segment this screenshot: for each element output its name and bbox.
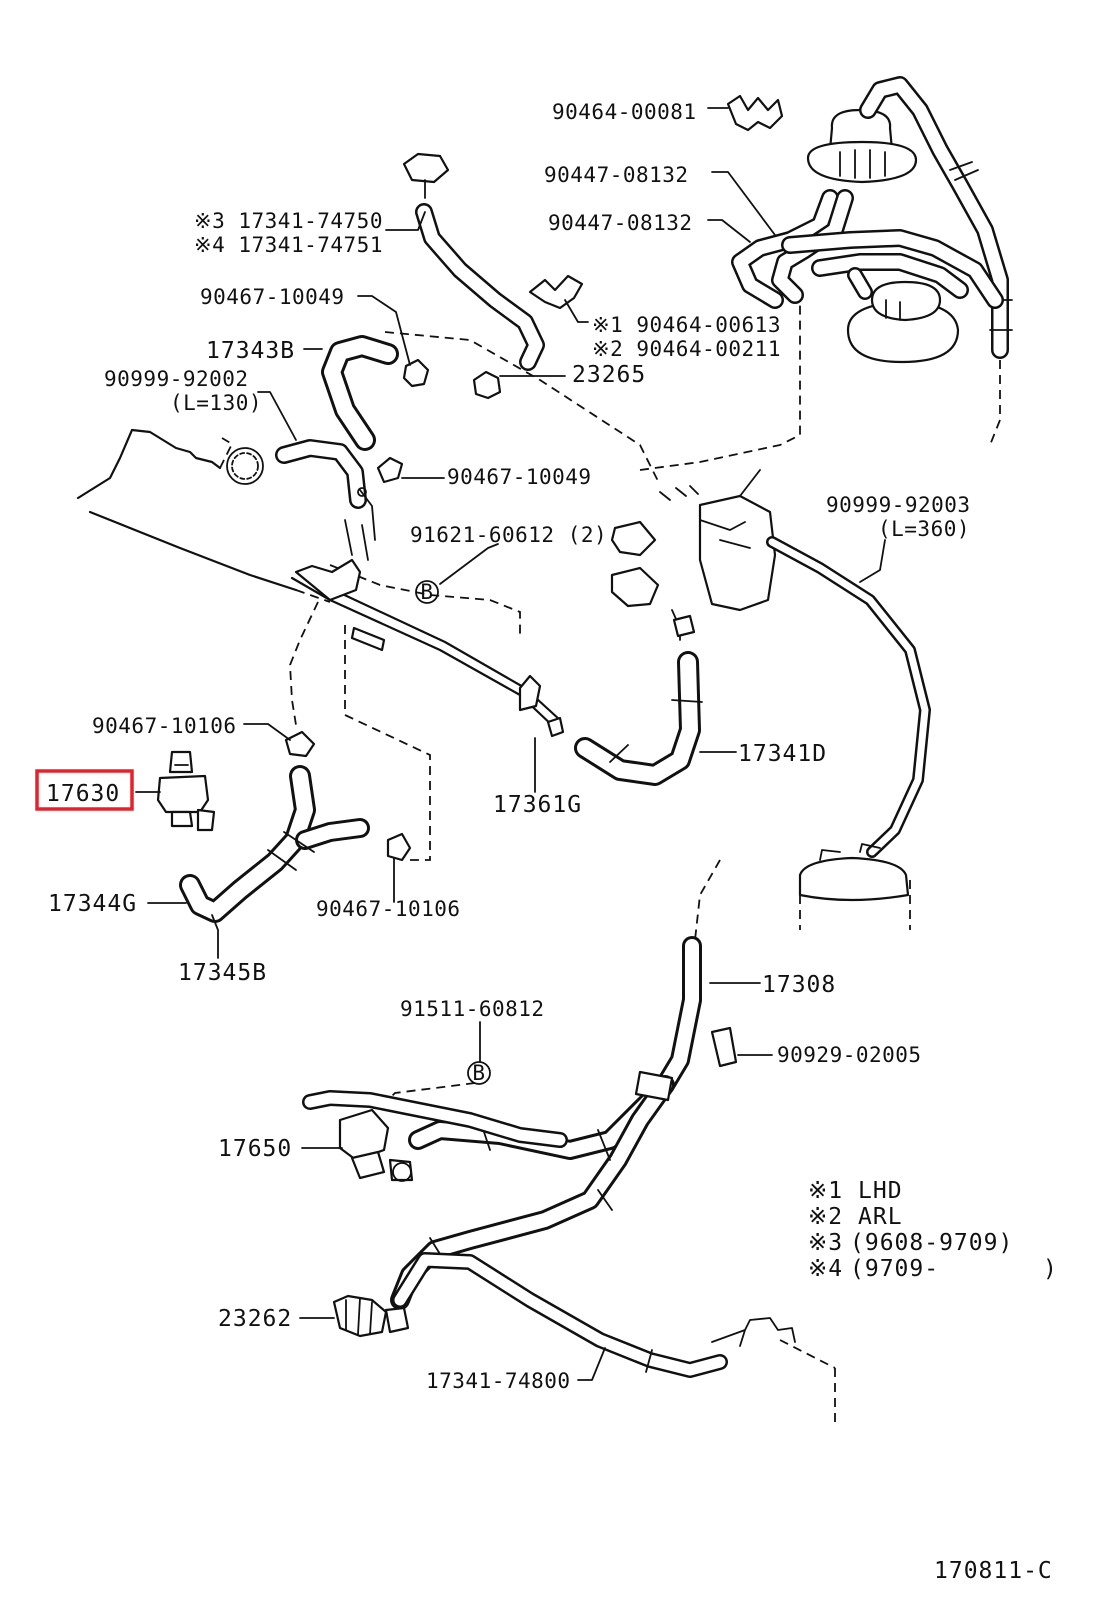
pipe-17361G: [290, 519, 565, 738]
marker-b-1-text: B: [420, 580, 433, 604]
label-90999-92002-length: (L=130): [170, 391, 262, 415]
label-90464-00613: ※1 90464-00613: [592, 313, 781, 337]
label-23262: 23262: [218, 1306, 292, 1332]
diagram-id: 170811-C: [934, 1558, 1053, 1584]
label-90467-10106-a: 90467-10106: [92, 714, 237, 738]
label-91621-60612: 91621-60612 (2): [410, 523, 607, 547]
part-highlight-frame: [35, 769, 134, 811]
label-90999-92003: 90999-92003: [826, 493, 971, 517]
label-17308: 17308: [762, 972, 836, 998]
marker-b-2: B: [467, 1061, 491, 1085]
label-90467-10106-b: 90467-10106: [316, 897, 461, 921]
throttle-body-parts: [610, 469, 777, 641]
label-17341-74750: ※3 17341-74750: [194, 209, 383, 233]
note-1-text: LHD: [858, 1178, 903, 1204]
hose-17341-74750: [402, 152, 584, 400]
note-1-mark: ※1: [808, 1178, 843, 1204]
label-17650: 17650: [218, 1136, 292, 1162]
leader-lines: [135, 107, 886, 1381]
hose-17341D: [574, 651, 703, 786]
engine-block-outline: [76, 428, 331, 603]
label-23265: 23265: [572, 362, 646, 388]
valve-23262: [332, 1294, 410, 1338]
label-17341D: 17341D: [738, 741, 827, 767]
label-90999-92002: 90999-92002: [104, 367, 249, 391]
label-17361G: 17361G: [493, 792, 582, 818]
marker-b-2-text: B: [472, 1061, 485, 1085]
canister-hoses: [731, 76, 1013, 359]
hose-17341-74800: [392, 1252, 796, 1378]
canister-vsv-assembly: [726, 94, 960, 364]
label-17341-74751: ※4 17341-74751: [194, 233, 383, 257]
hose-90999-92003: [766, 536, 931, 902]
note-4-text: (9709- ): [850, 1256, 1058, 1282]
note-2-mark: ※2: [808, 1204, 843, 1230]
part-labels: 90464-00081 90447-08132 90447-08132 ※3 1…: [46, 100, 971, 1393]
label-90999-92003-length: (L=360): [878, 517, 970, 541]
label-17630: 17630: [46, 781, 120, 807]
notes-legend: ※1 LHD ※2 ARL ※3 (9608-9709) ※4 (9709- ): [808, 1178, 1058, 1282]
note-3-text: (9608-9709): [850, 1230, 1013, 1256]
label-17344G: 17344G: [48, 891, 137, 917]
note-3-mark: ※3: [808, 1230, 843, 1256]
hose-17343B: [321, 335, 430, 451]
hose-17308: [390, 936, 738, 1310]
label-90467-10049-b: 90467-10049: [447, 465, 592, 489]
label-90464-00211: ※2 90464-00211: [592, 337, 781, 361]
note-4-mark: ※4: [808, 1256, 843, 1282]
marker-b-1: B: [415, 580, 439, 604]
vsv-17630: [156, 750, 216, 832]
label-17341-74800: 17341-74800: [426, 1369, 571, 1393]
hose-90999-92002: [275, 439, 404, 541]
label-90929-02005: 90929-02005: [777, 1043, 922, 1067]
label-90447-08132-b: 90447-08132: [548, 211, 693, 235]
vsv-17650: [302, 1090, 568, 1182]
note-2-text: ARL: [858, 1204, 903, 1230]
label-90467-10049-a: 90467-10049: [200, 285, 345, 309]
label-17343B: 17343B: [206, 338, 295, 364]
label-17345B: 17345B: [178, 960, 267, 986]
hose-17344G-17345B: [179, 730, 412, 923]
label-90447-08132-a: 90447-08132: [544, 163, 689, 187]
label-90464-00081: 90464-00081: [552, 100, 697, 124]
label-91511-60812: 91511-60812: [400, 997, 545, 1021]
